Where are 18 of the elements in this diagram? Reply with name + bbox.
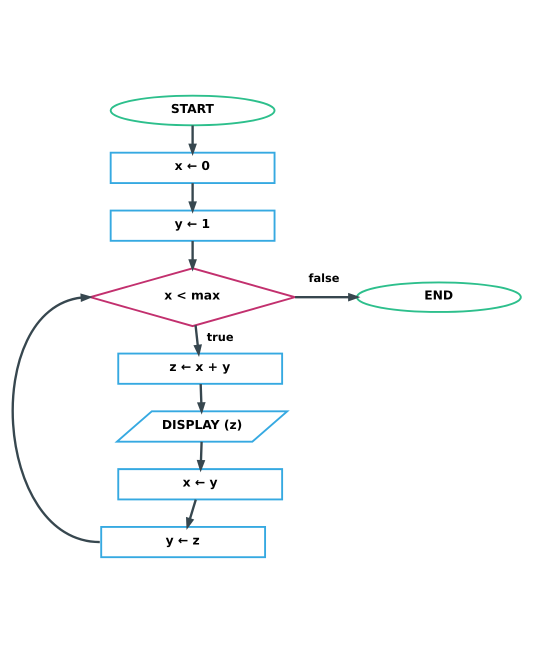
edge-label: false bbox=[308, 271, 340, 286]
arrow bbox=[12, 293, 100, 544]
arrow bbox=[196, 384, 206, 415]
edge-label: true bbox=[206, 330, 234, 344]
arrow bbox=[186, 499, 197, 530]
node-box: y ← z bbox=[100, 526, 266, 558]
arrow bbox=[188, 125, 197, 156]
arrow bbox=[196, 442, 206, 472]
arrow bbox=[188, 241, 197, 272]
node-ellipse: START bbox=[110, 94, 276, 126]
node-ellipse: END bbox=[356, 281, 522, 313]
node-box: z ← x + y bbox=[117, 352, 284, 385]
node-box: x ← 0 bbox=[110, 152, 276, 184]
arrow bbox=[193, 325, 202, 358]
node-box: y ← 1 bbox=[110, 210, 276, 242]
arrow bbox=[188, 183, 197, 214]
node-box: x ← y bbox=[117, 468, 284, 500]
arrow bbox=[295, 292, 360, 302]
